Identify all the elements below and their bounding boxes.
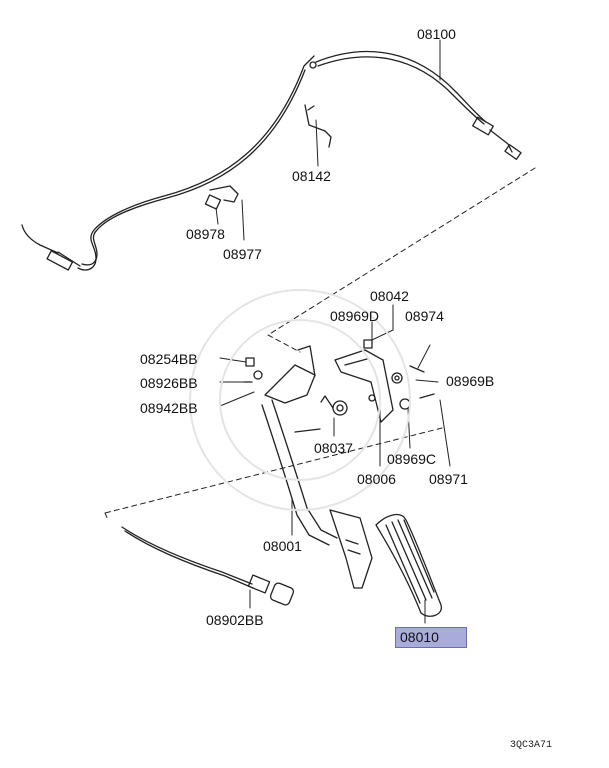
label-08001[interactable]: 08001 (263, 538, 302, 554)
label-08037[interactable]: 08037 (314, 440, 353, 456)
accelerator-cable (21, 51, 522, 271)
label-08969D[interactable]: 08969D (330, 308, 380, 324)
label-08969B[interactable]: 08969B (446, 373, 495, 389)
pedal-arm (261, 345, 373, 589)
label-08100[interactable]: 08100 (417, 26, 456, 42)
label-08042[interactable]: 08042 (370, 288, 409, 304)
pedal-pad (375, 513, 442, 617)
hardware (243, 357, 435, 410)
pedal-bracket (334, 339, 394, 423)
label-08010-highlighted[interactable]: 08010 (395, 627, 467, 648)
label-08006[interactable]: 08006 (357, 471, 396, 487)
cable-clip (304, 104, 332, 148)
label-08926BB[interactable]: 08926BB (140, 375, 198, 391)
dashed-boundary (104, 167, 536, 521)
label-08902BB[interactable]: 08902BB (206, 612, 264, 628)
diagram-code: 3QC3A71 (510, 740, 553, 751)
label-08974[interactable]: 08974 (405, 308, 444, 324)
label-08942BB[interactable]: 08942BB (140, 400, 198, 416)
label-08254BB[interactable]: 08254BB (140, 351, 198, 367)
watermark-icon (189, 289, 411, 511)
cable-clamp (204, 185, 239, 210)
label-08142[interactable]: 08142 (292, 168, 331, 184)
return-spring (320, 395, 348, 416)
label-08969C[interactable]: 08969C (387, 451, 437, 467)
stopper-rod (121, 526, 295, 606)
label-08977[interactable]: 08977 (223, 246, 262, 262)
label-08971[interactable]: 08971 (429, 471, 468, 487)
label-08978[interactable]: 08978 (186, 226, 225, 242)
